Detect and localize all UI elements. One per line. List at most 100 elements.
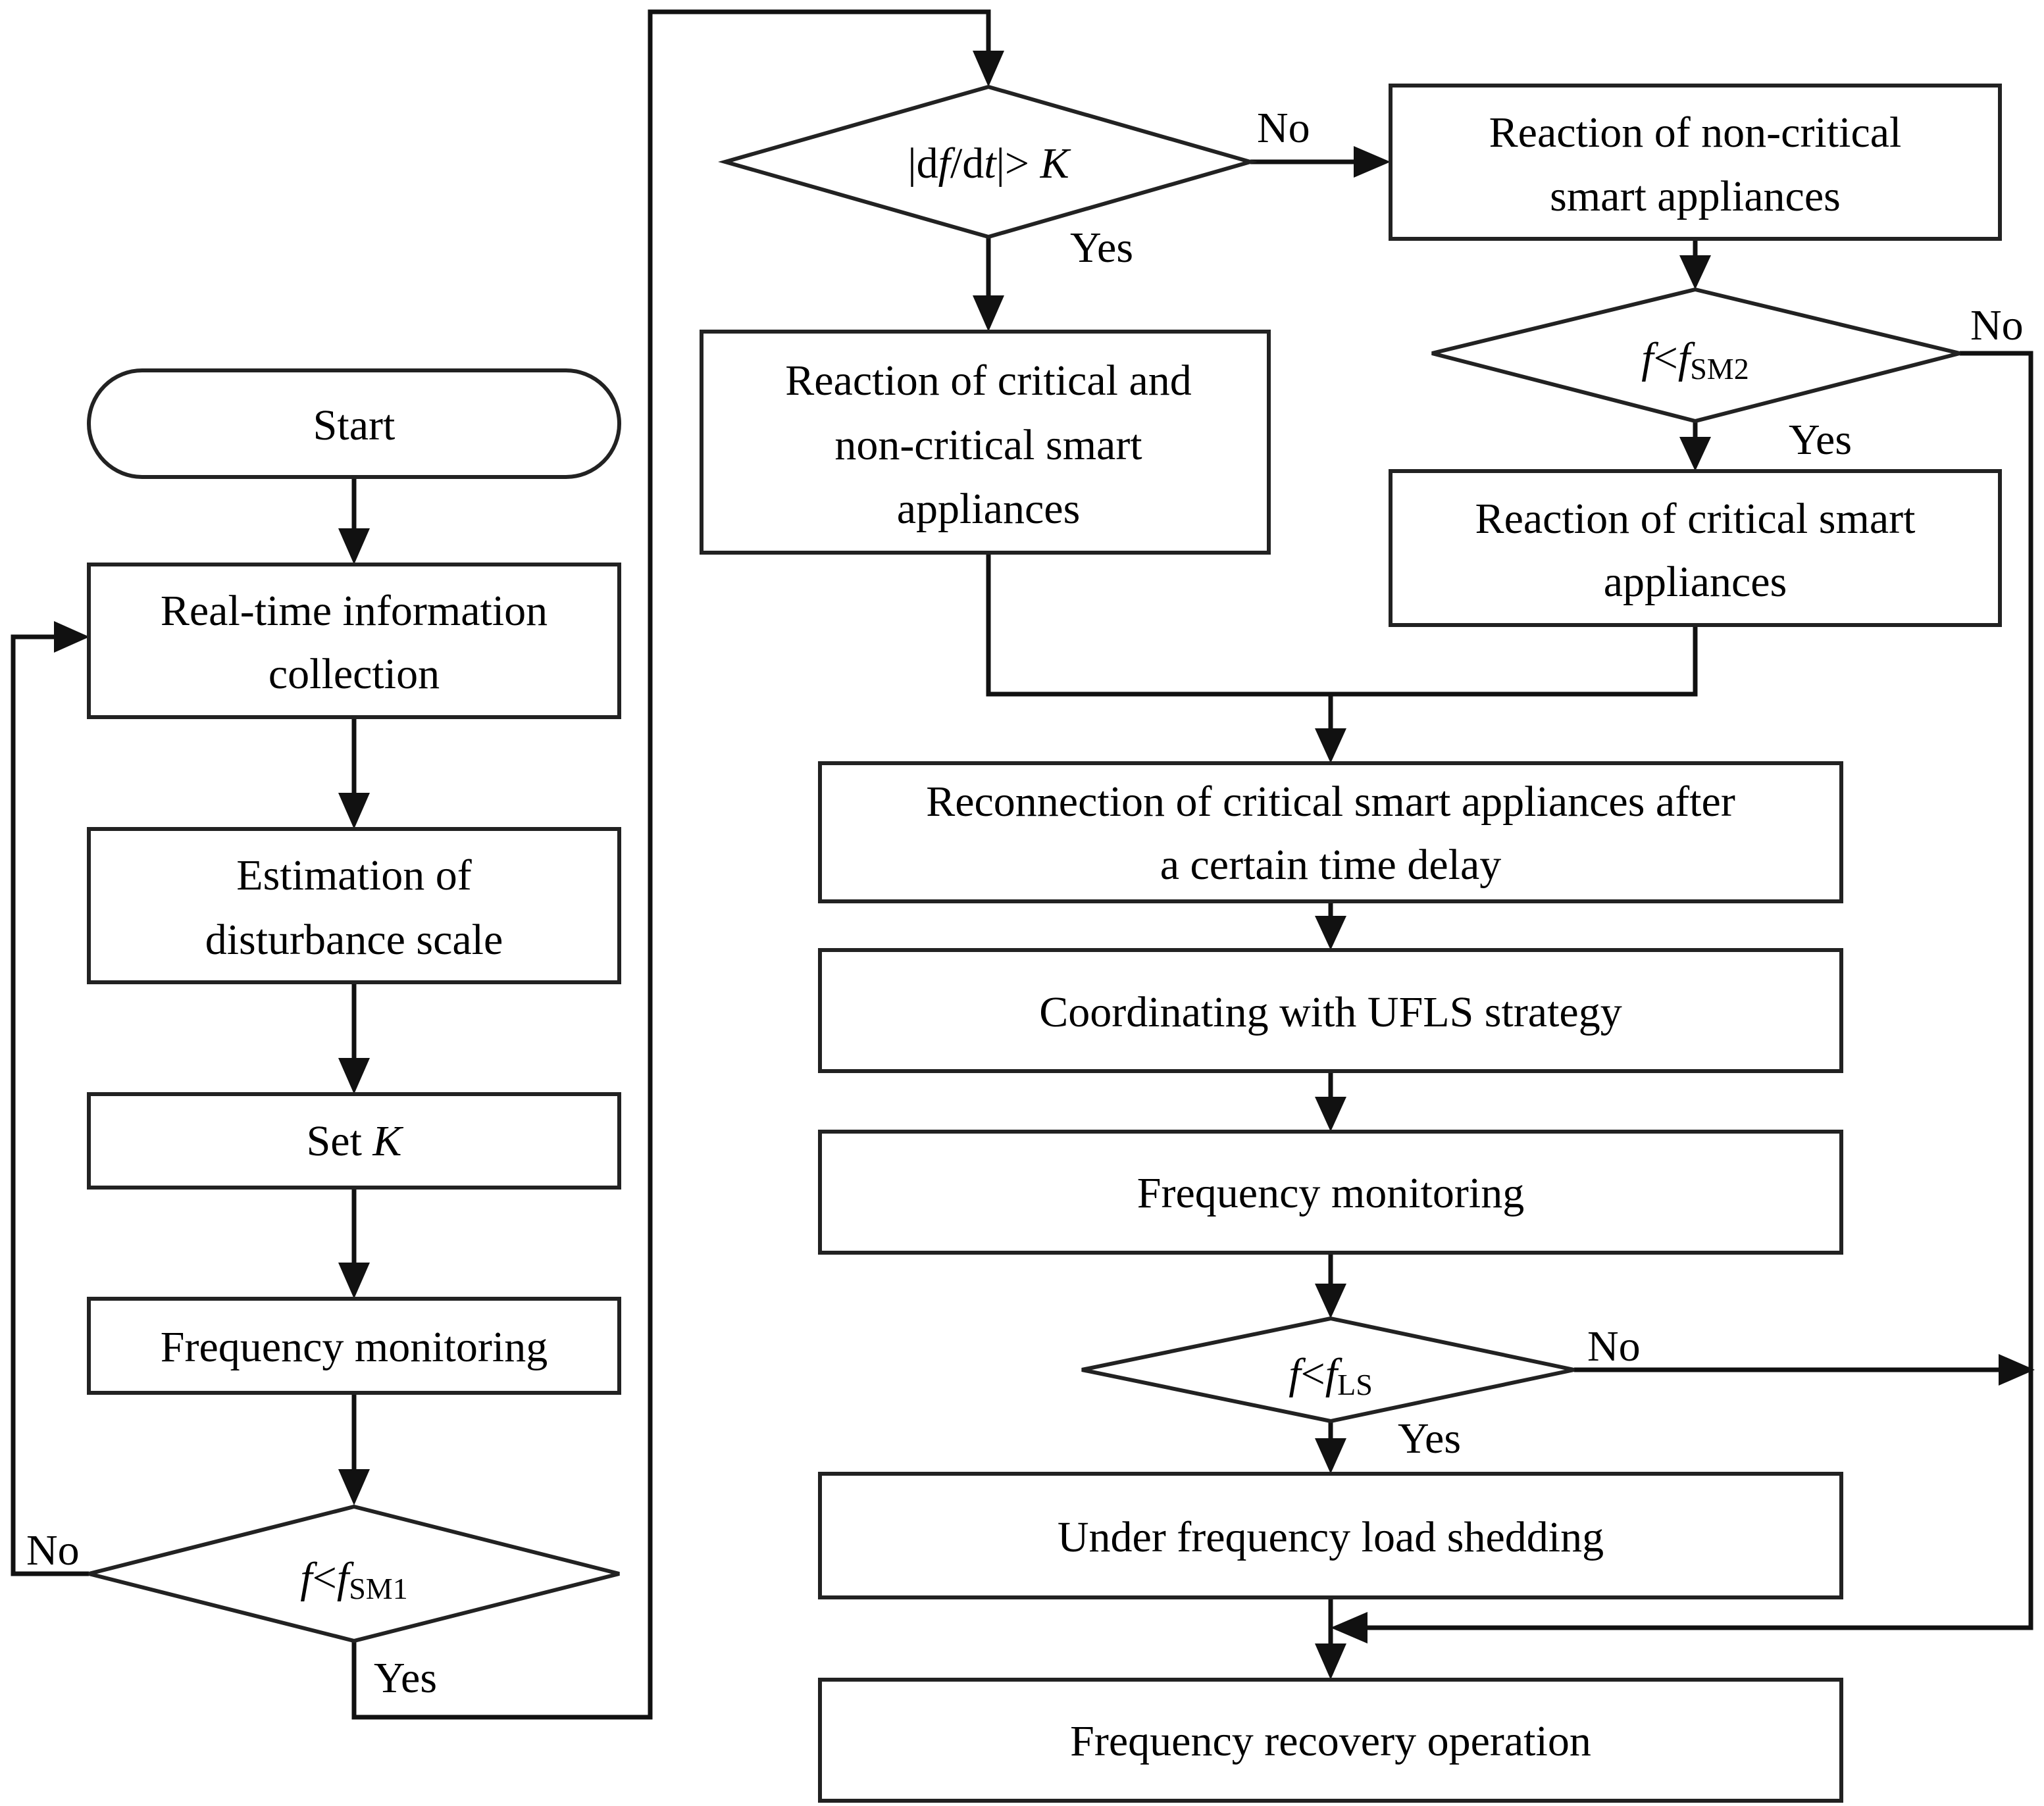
frequency-monitoring-left-box xyxy=(87,1297,621,1395)
edge-decision1-yes xyxy=(351,9,991,1720)
estimation-line-1: Estimation of xyxy=(236,851,471,899)
react-both-line-1: Reaction of critical and xyxy=(785,357,1192,405)
estimation-box xyxy=(87,827,621,984)
decision-fls-sub: LS xyxy=(1337,1368,1373,1401)
info-collection-line-2: collection xyxy=(268,650,440,698)
recovery-box xyxy=(818,1678,1843,1803)
decision-fls-node: f<fLS xyxy=(1081,1316,1575,1424)
info-collection-box xyxy=(87,563,621,719)
dfdt-no-label: No xyxy=(1257,104,1310,152)
decision-fsm2-op: < xyxy=(1654,334,1678,382)
decision-fsm2-node: f<fSM2 xyxy=(1431,287,1960,424)
reconnection-node: Reconnection of critical smart appliance… xyxy=(818,761,1843,903)
decision-fsm1-op: < xyxy=(313,1554,337,1602)
ufls-label: Under frequency load shedding xyxy=(1058,1513,1604,1561)
react-critical-line-2: appliances xyxy=(1604,558,1787,606)
arrowhead xyxy=(338,1058,370,1094)
dfdt-var-k: K xyxy=(1040,139,1071,188)
decision-fsm1-sub: SM1 xyxy=(349,1572,407,1605)
edge-labels: No Yes No Yes No Yes No Yes xyxy=(26,104,2024,1702)
set-k-text: Set xyxy=(307,1117,373,1165)
frequency-monitoring-right-label: Frequency monitoring xyxy=(1137,1169,1524,1217)
arrowhead xyxy=(1315,1438,1346,1474)
decision1-yes-label: Yes xyxy=(374,1654,437,1702)
arrowhead xyxy=(1679,437,1711,471)
edge-decision1-no-loop xyxy=(11,634,89,1576)
estimation-line-2: disturbance scale xyxy=(205,916,503,964)
ufls-node: Under frequency load shedding xyxy=(818,1472,1843,1599)
set-k-box xyxy=(87,1092,621,1190)
reconnection-line-1: Reconnection of critical smart appliance… xyxy=(926,778,1735,826)
arrowhead xyxy=(338,1263,370,1299)
decision-dfdt-label: |df/dt|> K xyxy=(907,139,1071,188)
react-critical-node: Reaction of critical smart appliances xyxy=(1389,469,2002,627)
set-k-node: Set K xyxy=(87,1092,621,1190)
react-critical-line-1: Reaction of critical smart xyxy=(1475,495,1916,543)
dfdt-var-t: t xyxy=(984,139,997,188)
react-both-node: Reaction of critical and non-critical sm… xyxy=(700,330,1271,555)
edges xyxy=(11,9,2035,1720)
arrowhead xyxy=(54,621,89,653)
set-k-var: K xyxy=(372,1117,403,1165)
react-both-box xyxy=(700,330,1271,555)
arrowhead xyxy=(973,51,1004,87)
arrowhead xyxy=(973,295,1004,332)
arrowhead xyxy=(1679,255,1711,289)
decision1-no-label: No xyxy=(26,1526,80,1574)
decision-dfdt-node: |df/dt|> K xyxy=(718,84,1258,239)
edge-decision2-no xyxy=(1366,351,2033,1630)
decision3-yes-label: Yes xyxy=(1398,1415,1461,1463)
decision-fsm2-sub: SM2 xyxy=(1690,352,1749,386)
dfdt-post: |> xyxy=(996,139,1040,188)
coordinating-box xyxy=(818,948,1843,1073)
info-collection-node: Real-time information collection xyxy=(87,563,621,719)
decision2-no-label: No xyxy=(1970,301,2024,349)
arrowhead xyxy=(1354,146,1391,178)
arrowhead xyxy=(1315,728,1346,763)
arrowhead xyxy=(338,793,370,829)
reconnection-line-2: a certain time delay xyxy=(1160,841,1502,889)
arrowhead xyxy=(1999,1354,2035,1386)
decision2-yes-label: Yes xyxy=(1789,416,1852,464)
start-label: Start xyxy=(313,401,396,449)
decision-fsm2-diamond xyxy=(1431,287,1960,424)
dfdt-yes-label: Yes xyxy=(1070,224,1133,272)
reconnection-box xyxy=(818,761,1843,903)
frequency-monitoring-right-node: Frequency monitoring xyxy=(818,1130,1843,1255)
recovery-node: Frequency recovery operation xyxy=(818,1678,1843,1803)
react-noncritical-line-2: smart appliances xyxy=(1550,172,1841,220)
arrowhead xyxy=(338,1469,370,1505)
decision-fsm1-node: f<fSM1 xyxy=(88,1504,620,1643)
recovery-label: Frequency recovery operation xyxy=(1070,1717,1591,1765)
frequency-monitoring-left-label: Frequency monitoring xyxy=(161,1323,548,1371)
arrowhead xyxy=(1315,1643,1346,1680)
arrowhead xyxy=(1331,1612,1367,1643)
react-both-line-3: appliances xyxy=(897,485,1081,533)
decision3-no-label: No xyxy=(1587,1322,1641,1370)
start-node: Start xyxy=(87,368,621,479)
decision-fls-diamond xyxy=(1081,1316,1575,1424)
frequency-monitoring-left-node: Frequency monitoring xyxy=(87,1297,621,1395)
decision-dfdt-diamond xyxy=(718,84,1258,239)
start-terminator-shape xyxy=(87,368,621,479)
arrowhead xyxy=(1315,916,1346,950)
edge-merge-reconnect xyxy=(986,553,1698,697)
frequency-monitoring-right-box xyxy=(818,1130,1843,1255)
set-k-label: Set K xyxy=(307,1117,404,1165)
dfdt-mid: /d xyxy=(950,139,984,188)
react-noncritical-line-1: Reaction of non-critical xyxy=(1489,109,1902,157)
info-collection-line-1: Real-time information xyxy=(161,587,548,635)
react-critical-box xyxy=(1389,469,2002,627)
decision-fls-op: < xyxy=(1301,1350,1325,1398)
dfdt-pre: |d xyxy=(907,139,938,188)
decision-fsm2-label: f<fSM2 xyxy=(1641,334,1749,386)
arrowhead xyxy=(1315,1097,1346,1132)
react-noncritical-node: Reaction of non-critical smart appliance… xyxy=(1389,84,2002,241)
react-both-line-2: non-critical smart xyxy=(834,421,1142,469)
coordinating-label: Coordinating with UFLS strategy xyxy=(1039,988,1622,1036)
estimation-node: Estimation of disturbance scale xyxy=(87,827,621,984)
decision-fsm1-diamond xyxy=(88,1504,620,1643)
react-noncritical-box xyxy=(1389,84,2002,241)
arrowhead xyxy=(1315,1284,1346,1318)
